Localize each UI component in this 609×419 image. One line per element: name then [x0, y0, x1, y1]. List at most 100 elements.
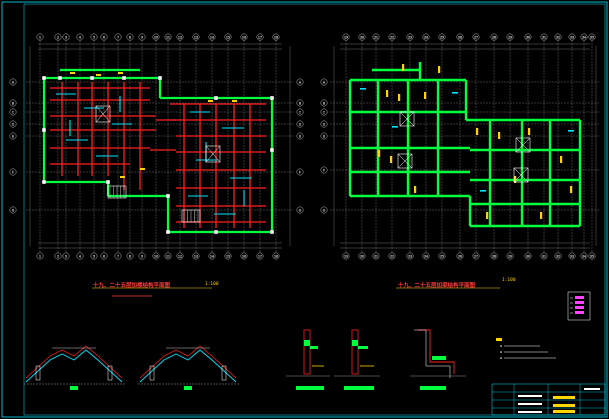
elevator-shaft — [397, 153, 413, 169]
svg-text:B: B — [12, 101, 14, 105]
svg-text:6: 6 — [103, 35, 105, 39]
axis-bubble-bottom: 14 — [208, 252, 216, 260]
axis-bubble-left: E — [9, 132, 17, 140]
axis-bubble-top: 11 — [164, 33, 172, 41]
svg-text:13: 13 — [194, 35, 198, 39]
axis-bubble-bottom: 16 — [240, 252, 248, 260]
column — [158, 76, 162, 80]
axis-bubble-left: A — [320, 78, 328, 86]
axis-bubble-left: G — [9, 206, 17, 214]
svg-text:1: 1 — [39, 254, 41, 258]
axis-bubble-top: 32 — [554, 33, 562, 41]
svg-text:28: 28 — [492, 254, 496, 258]
column — [42, 180, 46, 184]
annotation-mark — [140, 168, 145, 170]
svg-text:9: 9 — [141, 254, 143, 258]
roof-slope-detail — [24, 345, 126, 390]
axis-bubble-top: 4 — [76, 33, 84, 41]
axis-bubble-bottom: 8 — [126, 252, 134, 260]
svg-text:22: 22 — [390, 254, 394, 258]
axis-bubble-top: 15 — [224, 33, 232, 41]
svg-text:C: C — [299, 110, 302, 114]
svg-text:26: 26 — [458, 254, 462, 258]
svg-text:D: D — [12, 122, 15, 126]
column — [270, 96, 274, 100]
annotation-mark — [70, 72, 75, 74]
column — [214, 96, 218, 100]
right-plan-scale: 1:100 — [502, 278, 516, 283]
column — [42, 128, 46, 132]
axis-bubble-bottom: 26 — [456, 252, 464, 260]
axis-bubble-top: 8 — [126, 33, 134, 41]
axis-bubble-bottom: 34 — [580, 252, 588, 260]
axis-bubble-top: 23 — [406, 33, 414, 41]
annotation-mark — [232, 100, 237, 102]
beam-tag — [486, 212, 489, 219]
svg-text:G: G — [12, 208, 15, 212]
cyan-mark — [568, 130, 574, 132]
axis-bubble-top: 24 — [422, 33, 430, 41]
svg-text:E: E — [12, 134, 14, 138]
general-notes — [496, 338, 556, 359]
svg-text:C: C — [12, 110, 15, 114]
axis-bubble-bottom: 31 — [540, 252, 548, 260]
svg-text:25: 25 — [440, 254, 444, 258]
elevator-shaft — [205, 145, 221, 163]
axis-bubble-top: 26 — [456, 33, 464, 41]
annotation-mark — [120, 176, 125, 178]
parapet-detail — [410, 329, 466, 390]
svg-text:17: 17 — [258, 254, 262, 258]
axis-bubble-right: E — [296, 132, 304, 140]
elevator-shaft — [513, 167, 529, 183]
svg-text:32: 32 — [556, 254, 560, 258]
beam-tag — [398, 94, 401, 101]
svg-text:D: D — [323, 122, 326, 126]
svg-text:26: 26 — [458, 35, 462, 39]
svg-text:A: A — [12, 80, 15, 84]
axis-bubble-left: E — [320, 132, 328, 140]
svg-text:19: 19 — [344, 254, 348, 258]
elevator-shaft — [95, 105, 111, 123]
axis-bubble-top: 2 — [54, 33, 62, 41]
svg-text:35: 35 — [590, 254, 594, 258]
wall-section-detail — [334, 329, 380, 390]
svg-text:24: 24 — [424, 35, 428, 39]
axis-bubble-right: F — [296, 168, 304, 176]
axis-bubble-top: 12 — [176, 33, 184, 41]
annotation-mark — [118, 72, 123, 74]
section-details — [24, 329, 466, 390]
axis-bubble-left: G — [320, 206, 328, 214]
svg-text:20: 20 — [360, 254, 364, 258]
svg-text:B: B — [299, 101, 301, 105]
svg-text:A: A — [323, 80, 326, 84]
column — [166, 194, 170, 198]
axis-bubble-right: D — [296, 120, 304, 128]
axis-bubble-bottom: 21 — [372, 252, 380, 260]
svg-text:29: 29 — [508, 35, 512, 39]
axis-bubble-bottom: 35 — [588, 252, 596, 260]
cyan-mark — [360, 88, 366, 90]
beam-tag — [438, 66, 441, 73]
axis-bubble-left: B — [320, 99, 328, 107]
beam-tag — [514, 176, 517, 183]
svg-text:11: 11 — [166, 35, 170, 39]
axis-bubble-top: 30 — [524, 33, 532, 41]
axis-bubble-bottom: 29 — [506, 252, 514, 260]
svg-text:G: G — [323, 208, 326, 212]
right-floor-plan: 1919202021212222232324242525262627272828… — [320, 33, 600, 289]
svg-text:27: 27 — [474, 35, 478, 39]
column — [106, 180, 110, 184]
axis-bubble-bottom: 18 — [272, 252, 280, 260]
cyan-mark — [480, 190, 486, 192]
axis-bubble-left: F — [9, 168, 17, 176]
shaft-cross — [95, 105, 111, 123]
left-plan-scale: 1:100 — [205, 282, 219, 287]
svg-text:12: 12 — [178, 254, 182, 258]
axis-bubble-top: 20 — [358, 33, 366, 41]
axis-bubble-left: F — [320, 166, 328, 174]
svg-text:8: 8 — [129, 254, 131, 258]
svg-text:1: 1 — [39, 35, 41, 39]
axis-bubble-bottom: 28 — [490, 252, 498, 260]
svg-text:4: 4 — [79, 35, 81, 39]
shaft-cross — [397, 153, 413, 169]
